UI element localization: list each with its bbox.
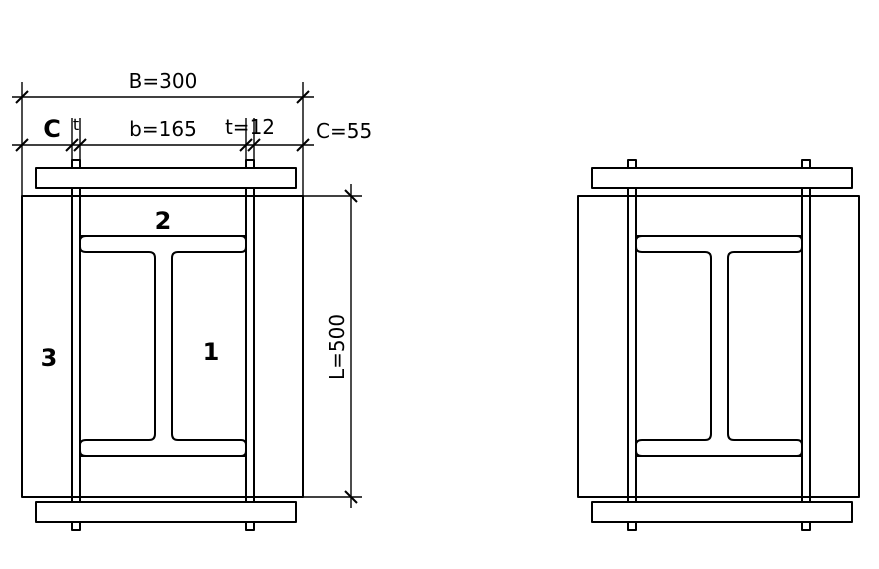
tick-b-3: [73, 138, 87, 152]
part-label-1: 1: [203, 338, 220, 366]
tick-L-top: [344, 189, 358, 203]
top-plate-right: [591, 167, 853, 189]
dim-t-small-label: t: [73, 115, 79, 134]
dim-C-value-label: C=55: [316, 119, 372, 143]
part-label-3: 3: [41, 344, 58, 372]
tick-B-right: [296, 90, 310, 104]
rod-stub-top-right-right: [801, 159, 811, 169]
bottom-plate-right: [591, 501, 853, 523]
rod-stub-bottom-left-right: [627, 521, 637, 531]
dim-t-label: t=12: [225, 115, 275, 139]
top-plate: [35, 167, 297, 189]
rod-stub-bottom-right-right: [801, 521, 811, 531]
outer-block: [21, 195, 304, 498]
left-view: [21, 159, 304, 531]
tick-b-6: [296, 138, 310, 152]
part-label-2: 2: [155, 207, 172, 235]
right-view: [577, 159, 860, 531]
rod-stub-top-right: [245, 159, 255, 169]
tick-b-4: [239, 138, 253, 152]
i-beam-section-right: [635, 235, 803, 457]
i-beam-section: [79, 235, 247, 457]
rod-stub-bottom-left: [71, 521, 81, 531]
tick-b-1: [15, 138, 29, 152]
dimensions: B=300 C t b=165 t=12 C=55 L=500: [12, 69, 372, 508]
tick-b-5: [247, 138, 261, 152]
part-labels: 1 2 3: [41, 207, 220, 372]
tick-b-2: [65, 138, 79, 152]
dim-B-label: B=300: [129, 69, 198, 93]
tick-B-left: [15, 90, 29, 104]
dim-C-label: C: [43, 115, 61, 143]
rod-stub-top-left-right: [627, 159, 637, 169]
outer-block-right: [577, 195, 860, 498]
dim-b-label: b=165: [129, 117, 197, 141]
rod-stub-bottom-right: [245, 521, 255, 531]
dim-L-label: L=500: [325, 314, 349, 380]
rod-stub-top-left: [71, 159, 81, 169]
bottom-plate: [35, 501, 297, 523]
tick-L-bottom: [344, 490, 358, 504]
